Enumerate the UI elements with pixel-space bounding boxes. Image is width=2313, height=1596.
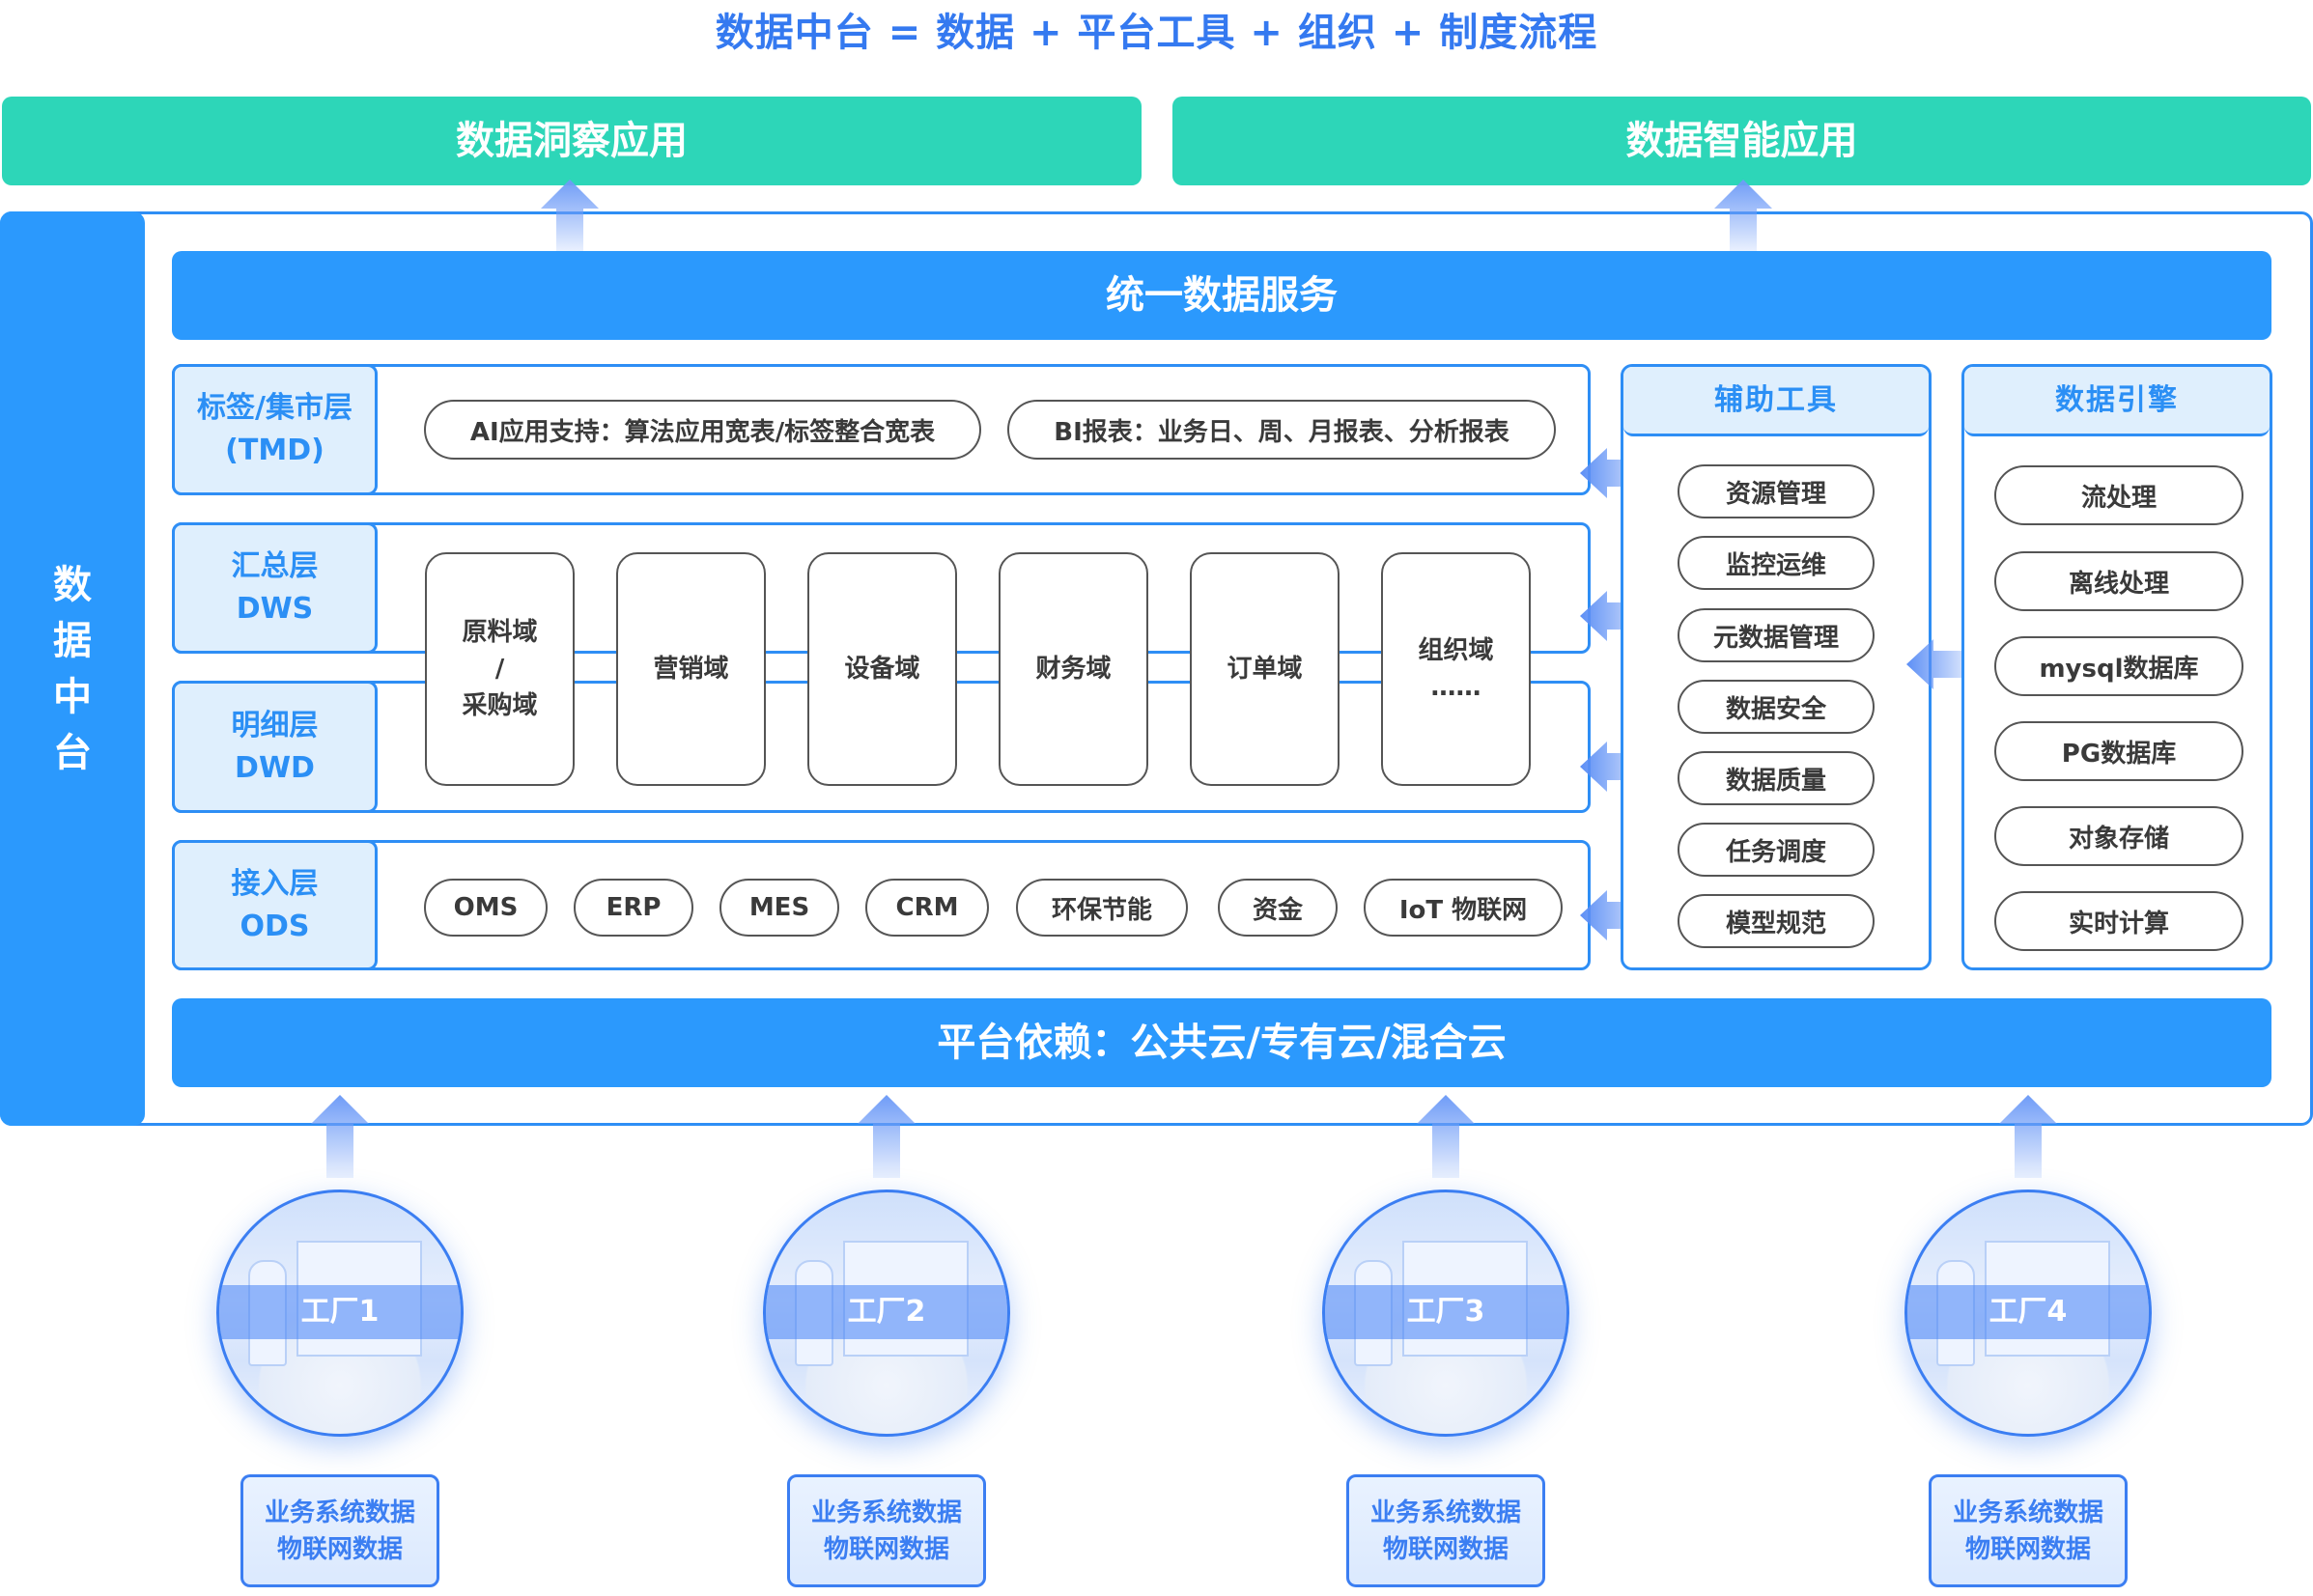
domain-label: 营销域 — [653, 655, 729, 684]
arrow-up-icon — [311, 1095, 369, 1178]
factory-name: 工厂3 — [1325, 1285, 1566, 1339]
domain-box-organization: 组织域 …… — [1381, 552, 1531, 786]
engine-pill: 对象存储 — [1994, 806, 2243, 866]
domain-label: 设备域 — [844, 655, 920, 684]
domain-label: 原料域 — [462, 618, 538, 647]
engine-pill: 实时计算 — [1994, 891, 2243, 951]
layer-label-name: 明细层 — [231, 708, 319, 742]
sidebar-char: 台 — [53, 730, 92, 775]
domain-box-raw-material: 原料域 / 采购域 — [425, 552, 575, 786]
domain-label: …… — [1430, 673, 1481, 702]
data-engine-title: 数据引擎 — [1964, 367, 2270, 436]
tool-pill: 监控运维 — [1678, 536, 1875, 590]
arrow-up-icon — [1999, 1095, 2057, 1178]
domain-box-finance: 财务域 — [999, 552, 1148, 786]
layer-label-name: 接入层 — [231, 866, 319, 901]
tool-pill: 元数据管理 — [1678, 608, 1875, 662]
engine-pill: 离线处理 — [1994, 551, 2243, 611]
domain-box-equipment: 设备域 — [807, 552, 957, 786]
arrow-left-icon — [1906, 639, 1976, 689]
tool-pill: 资源管理 — [1678, 464, 1875, 518]
factory-1-data-box: 业务系统数据 物联网数据 — [240, 1474, 439, 1587]
source-pill-erp: ERP — [574, 879, 693, 937]
tool-pill: 数据安全 — [1678, 680, 1875, 734]
sidebar-char: 据 — [53, 618, 92, 663]
layer-label-name: 汇总层 — [231, 549, 319, 583]
layer-label-code: ODS — [240, 909, 310, 943]
source-pill-mes: MES — [719, 879, 839, 937]
iot-data-label: 物联网数据 — [276, 1534, 403, 1564]
business-data-label: 业务系统数据 — [1952, 1498, 2103, 1527]
data-middle-platform-sidebar: 数 据 中 台 — [0, 211, 145, 1126]
business-data-label: 业务系统数据 — [1369, 1498, 1521, 1527]
domain-label: / — [494, 655, 505, 684]
source-pill-crm: CRM — [865, 879, 989, 937]
engine-pill: mysql数据库 — [1994, 636, 2243, 696]
source-pill-capital: 资金 — [1218, 879, 1338, 937]
factory-4-data-box: 业务系统数据 物联网数据 — [1929, 1474, 2128, 1587]
factory-3-data-box: 业务系统数据 物联网数据 — [1346, 1474, 1545, 1587]
engine-pill: PG数据库 — [1994, 721, 2243, 781]
factory-1-illustration: 工厂1 — [216, 1190, 464, 1437]
unified-data-service-bar: 统一数据服务 — [172, 251, 2271, 340]
business-data-label: 业务系统数据 — [810, 1498, 962, 1527]
auxiliary-tools-panel: 辅助工具 — [1621, 364, 1932, 970]
layer-label-code: (TMD) — [225, 434, 324, 467]
domain-label: 采购域 — [462, 691, 538, 720]
factory-name: 工厂2 — [766, 1285, 1007, 1339]
business-data-label: 业务系统数据 — [264, 1498, 415, 1527]
factory-3-illustration: 工厂3 — [1322, 1190, 1569, 1437]
source-pill-iot: IoT 物联网 — [1364, 879, 1563, 937]
factory-4-illustration: 工厂4 — [1904, 1190, 2152, 1437]
sidebar-char: 中 — [53, 674, 92, 719]
domain-box-order: 订单域 — [1190, 552, 1340, 786]
domain-box-marketing: 营销域 — [616, 552, 766, 786]
platform-dependency-bar: 平台依赖：公共云/专有云/混合云 — [172, 998, 2271, 1087]
tool-pill: 模型规范 — [1678, 894, 1875, 948]
data-intelligence-app-box: 数据智能应用 — [1172, 97, 2311, 185]
ods-layer-label: 接入层 ODS — [172, 840, 378, 970]
factory-2-illustration: 工厂2 — [763, 1190, 1010, 1437]
ai-app-support-pill: AI应用支持：算法应用宽表/标签整合宽表 — [424, 400, 981, 460]
arrow-up-icon — [541, 180, 599, 251]
layer-label-code: DWS — [236, 592, 314, 626]
arrow-up-icon — [858, 1095, 916, 1178]
factory-name: 工厂1 — [219, 1285, 461, 1339]
factory-name: 工厂4 — [1907, 1285, 2149, 1339]
domain-label: 订单域 — [1227, 655, 1303, 684]
domain-label: 组织域 — [1418, 636, 1494, 665]
diagram-title: 数据中台 = 数据 + 平台工具 + 组织 + 制度流程 — [715, 11, 1598, 55]
iot-data-label: 物联网数据 — [1382, 1534, 1509, 1564]
iot-data-label: 物联网数据 — [823, 1534, 949, 1564]
tool-pill: 任务调度 — [1678, 823, 1875, 877]
engine-pill: 流处理 — [1994, 465, 2243, 525]
tmd-layer-label: 标签/集市层 (TMD) — [172, 364, 378, 495]
arrow-up-icon — [1714, 180, 1772, 251]
source-pill-environmental: 环保节能 — [1016, 879, 1188, 937]
sidebar-char: 数 — [53, 562, 92, 607]
iot-data-label: 物联网数据 — [1964, 1534, 2091, 1564]
domain-label: 财务域 — [1035, 655, 1112, 684]
factory-2-data-box: 业务系统数据 物联网数据 — [787, 1474, 986, 1587]
arrow-up-icon — [1417, 1095, 1475, 1178]
data-insight-app-box: 数据洞察应用 — [2, 97, 1142, 185]
dwd-layer-label: 明细层 DWD — [172, 681, 378, 813]
tool-pill: 数据质量 — [1678, 751, 1875, 805]
source-pill-oms: OMS — [424, 879, 548, 937]
dws-layer-label: 汇总层 DWS — [172, 522, 378, 654]
auxiliary-tools-title: 辅助工具 — [1623, 367, 1929, 436]
bi-report-pill: BI报表：业务日、周、月报表、分析报表 — [1007, 400, 1556, 460]
layer-label-code: DWD — [235, 750, 315, 785]
layer-label-name: 标签/集市层 — [197, 391, 353, 425]
